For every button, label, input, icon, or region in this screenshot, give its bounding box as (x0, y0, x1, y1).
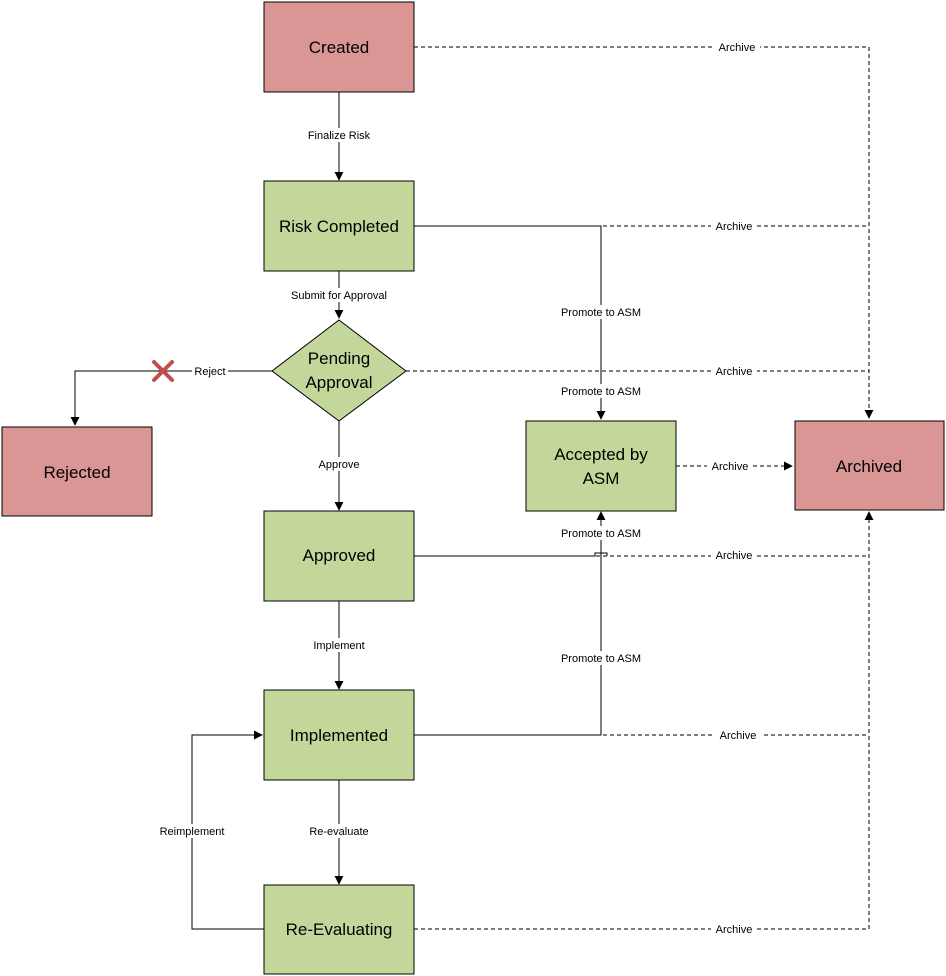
created-box (263, 1, 415, 93)
node-archived: Archived (794, 420, 945, 511)
edge-label-promote-pending: Promote to ASM (561, 386, 641, 398)
edge-label-archive-re-evaluating: Archive (716, 924, 753, 936)
rejected-label: Rejected (43, 463, 110, 482)
edge-promote-from-implemented (414, 511, 606, 736)
edge-label-promote-risk-completed: Promote to ASM (561, 307, 641, 319)
created-label: Created (309, 38, 369, 57)
risk-completed-label: Risk Completed (279, 217, 399, 236)
archived-box (794, 420, 945, 511)
edge-label-re-evaluate: Re-evaluate (309, 826, 368, 838)
node-accepted-by-asm: Accepted by ASM (525, 420, 677, 512)
node-pending-approval: Pending Approval (271, 319, 407, 422)
edge-label-archive-accepted: Archive (712, 461, 749, 473)
node-risk-completed: Risk Completed (263, 180, 415, 272)
node-re-evaluating: Re-Evaluating (263, 884, 415, 975)
archived-label: Archived (836, 457, 902, 476)
edge-label-archive-pending: Archive (716, 366, 753, 378)
re-evaluating-box (263, 884, 415, 975)
accepted-by-asm-label-line1: Accepted by (554, 445, 648, 464)
edge-labels: Finalize Risk Submit for Approval Reject… (152, 40, 761, 936)
edge-label-finalize-risk: Finalize Risk (308, 130, 371, 142)
implemented-label: Implemented (290, 726, 388, 745)
node-created: Created (263, 1, 415, 93)
x-mark-icon (152, 360, 174, 382)
accepted-by-asm-label-line2: ASM (583, 469, 620, 488)
rejected-box (1, 426, 153, 517)
edge-archive-re-evaluating (414, 511, 874, 930)
approved-box (263, 510, 415, 602)
edge-label-reimplement: Reimplement (160, 826, 225, 838)
edge-label-approve: Approve (319, 459, 360, 471)
implemented-box (263, 689, 415, 781)
edge-label-reject: Reject (194, 366, 225, 378)
node-implemented: Implemented (263, 689, 415, 781)
re-evaluating-label: Re-Evaluating (286, 920, 393, 939)
node-rejected: Rejected (1, 426, 153, 517)
edge-label-implement: Implement (313, 640, 364, 652)
risk-completed-box (263, 180, 415, 272)
edge-label-promote-implemented: Promote to ASM (561, 653, 641, 665)
pending-approval-label-line2: Approval (305, 373, 372, 392)
pending-approval-diamond (271, 319, 407, 422)
edge-label-archive-implemented: Archive (720, 730, 757, 742)
edge-label-submit-for-approval: Submit for Approval (291, 290, 387, 302)
approved-label: Approved (303, 546, 376, 565)
edge-archive-created (414, 46, 874, 419)
edge-label-promote-approved: Promote to ASM (561, 528, 641, 540)
node-approved: Approved (263, 510, 415, 602)
pending-approval-label-line1: Pending (308, 349, 370, 368)
edge-label-archive-risk-completed: Archive (716, 221, 753, 233)
edge-label-archive-approved: Archive (716, 550, 753, 562)
edge-label-archive-created: Archive (719, 42, 756, 54)
edge-promote-from-risk-completed (414, 225, 606, 420)
accepted-by-asm-box (525, 420, 677, 512)
